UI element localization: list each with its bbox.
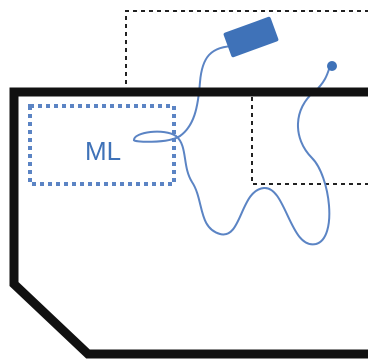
upper-dashed-box: [125, 10, 368, 92]
cable-line: [132, 45, 331, 246]
usb-connector-icon: [223, 16, 279, 58]
inner-dashed-box: [251, 97, 368, 185]
main-outline: [9, 87, 368, 359]
ml-region-box: [28, 104, 176, 186]
ml-region-label: ML: [85, 136, 121, 166]
cable-tip-icon: [327, 61, 337, 71]
